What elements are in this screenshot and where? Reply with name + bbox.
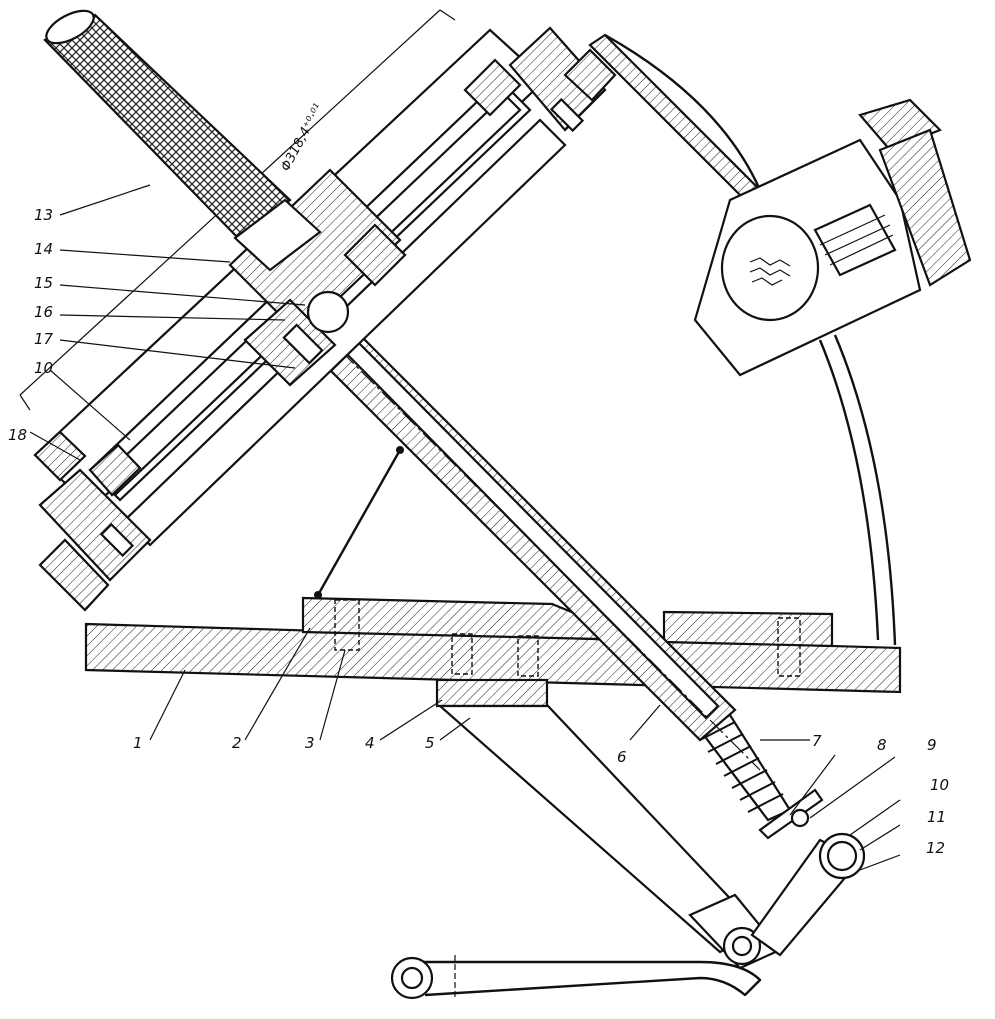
- lever-linkage: [390, 704, 866, 1000]
- label-13: 13: [34, 206, 53, 224]
- label-8: 8: [877, 736, 887, 754]
- label-17: 17: [34, 330, 54, 348]
- label-4: 4: [365, 734, 375, 752]
- label-11: 11: [927, 808, 946, 826]
- lower-block: [435, 678, 549, 708]
- label-1: 1: [133, 734, 143, 752]
- label-9: 9: [927, 736, 937, 754]
- label-10-tube: 10: [34, 359, 53, 377]
- arc-guide: [588, 33, 897, 646]
- label-7: 7: [812, 732, 822, 750]
- housing-assembly: [19, 9, 617, 612]
- label-12: 12: [926, 839, 945, 857]
- label-5: 5: [425, 734, 435, 752]
- label-3: 3: [305, 734, 315, 752]
- label-10-lever: 10: [930, 776, 949, 794]
- label-18: 18: [8, 426, 27, 444]
- label-2: 2: [232, 734, 242, 752]
- upper-plate: [301, 596, 834, 677]
- spring: [698, 713, 824, 840]
- leader-lines: [29, 184, 901, 871]
- label-14: 14: [34, 240, 53, 258]
- label-6: 6: [617, 748, 627, 766]
- lamp-housing: [693, 98, 972, 377]
- label-16: 16: [34, 303, 53, 321]
- knurled-handle: [43, 9, 322, 272]
- label-15: 15: [34, 274, 53, 292]
- dimension-label: Φ318,4⁺⁰·⁰¹: [278, 101, 326, 173]
- lamp-bulb-icon: [720, 214, 820, 322]
- support-strut: [314, 446, 404, 599]
